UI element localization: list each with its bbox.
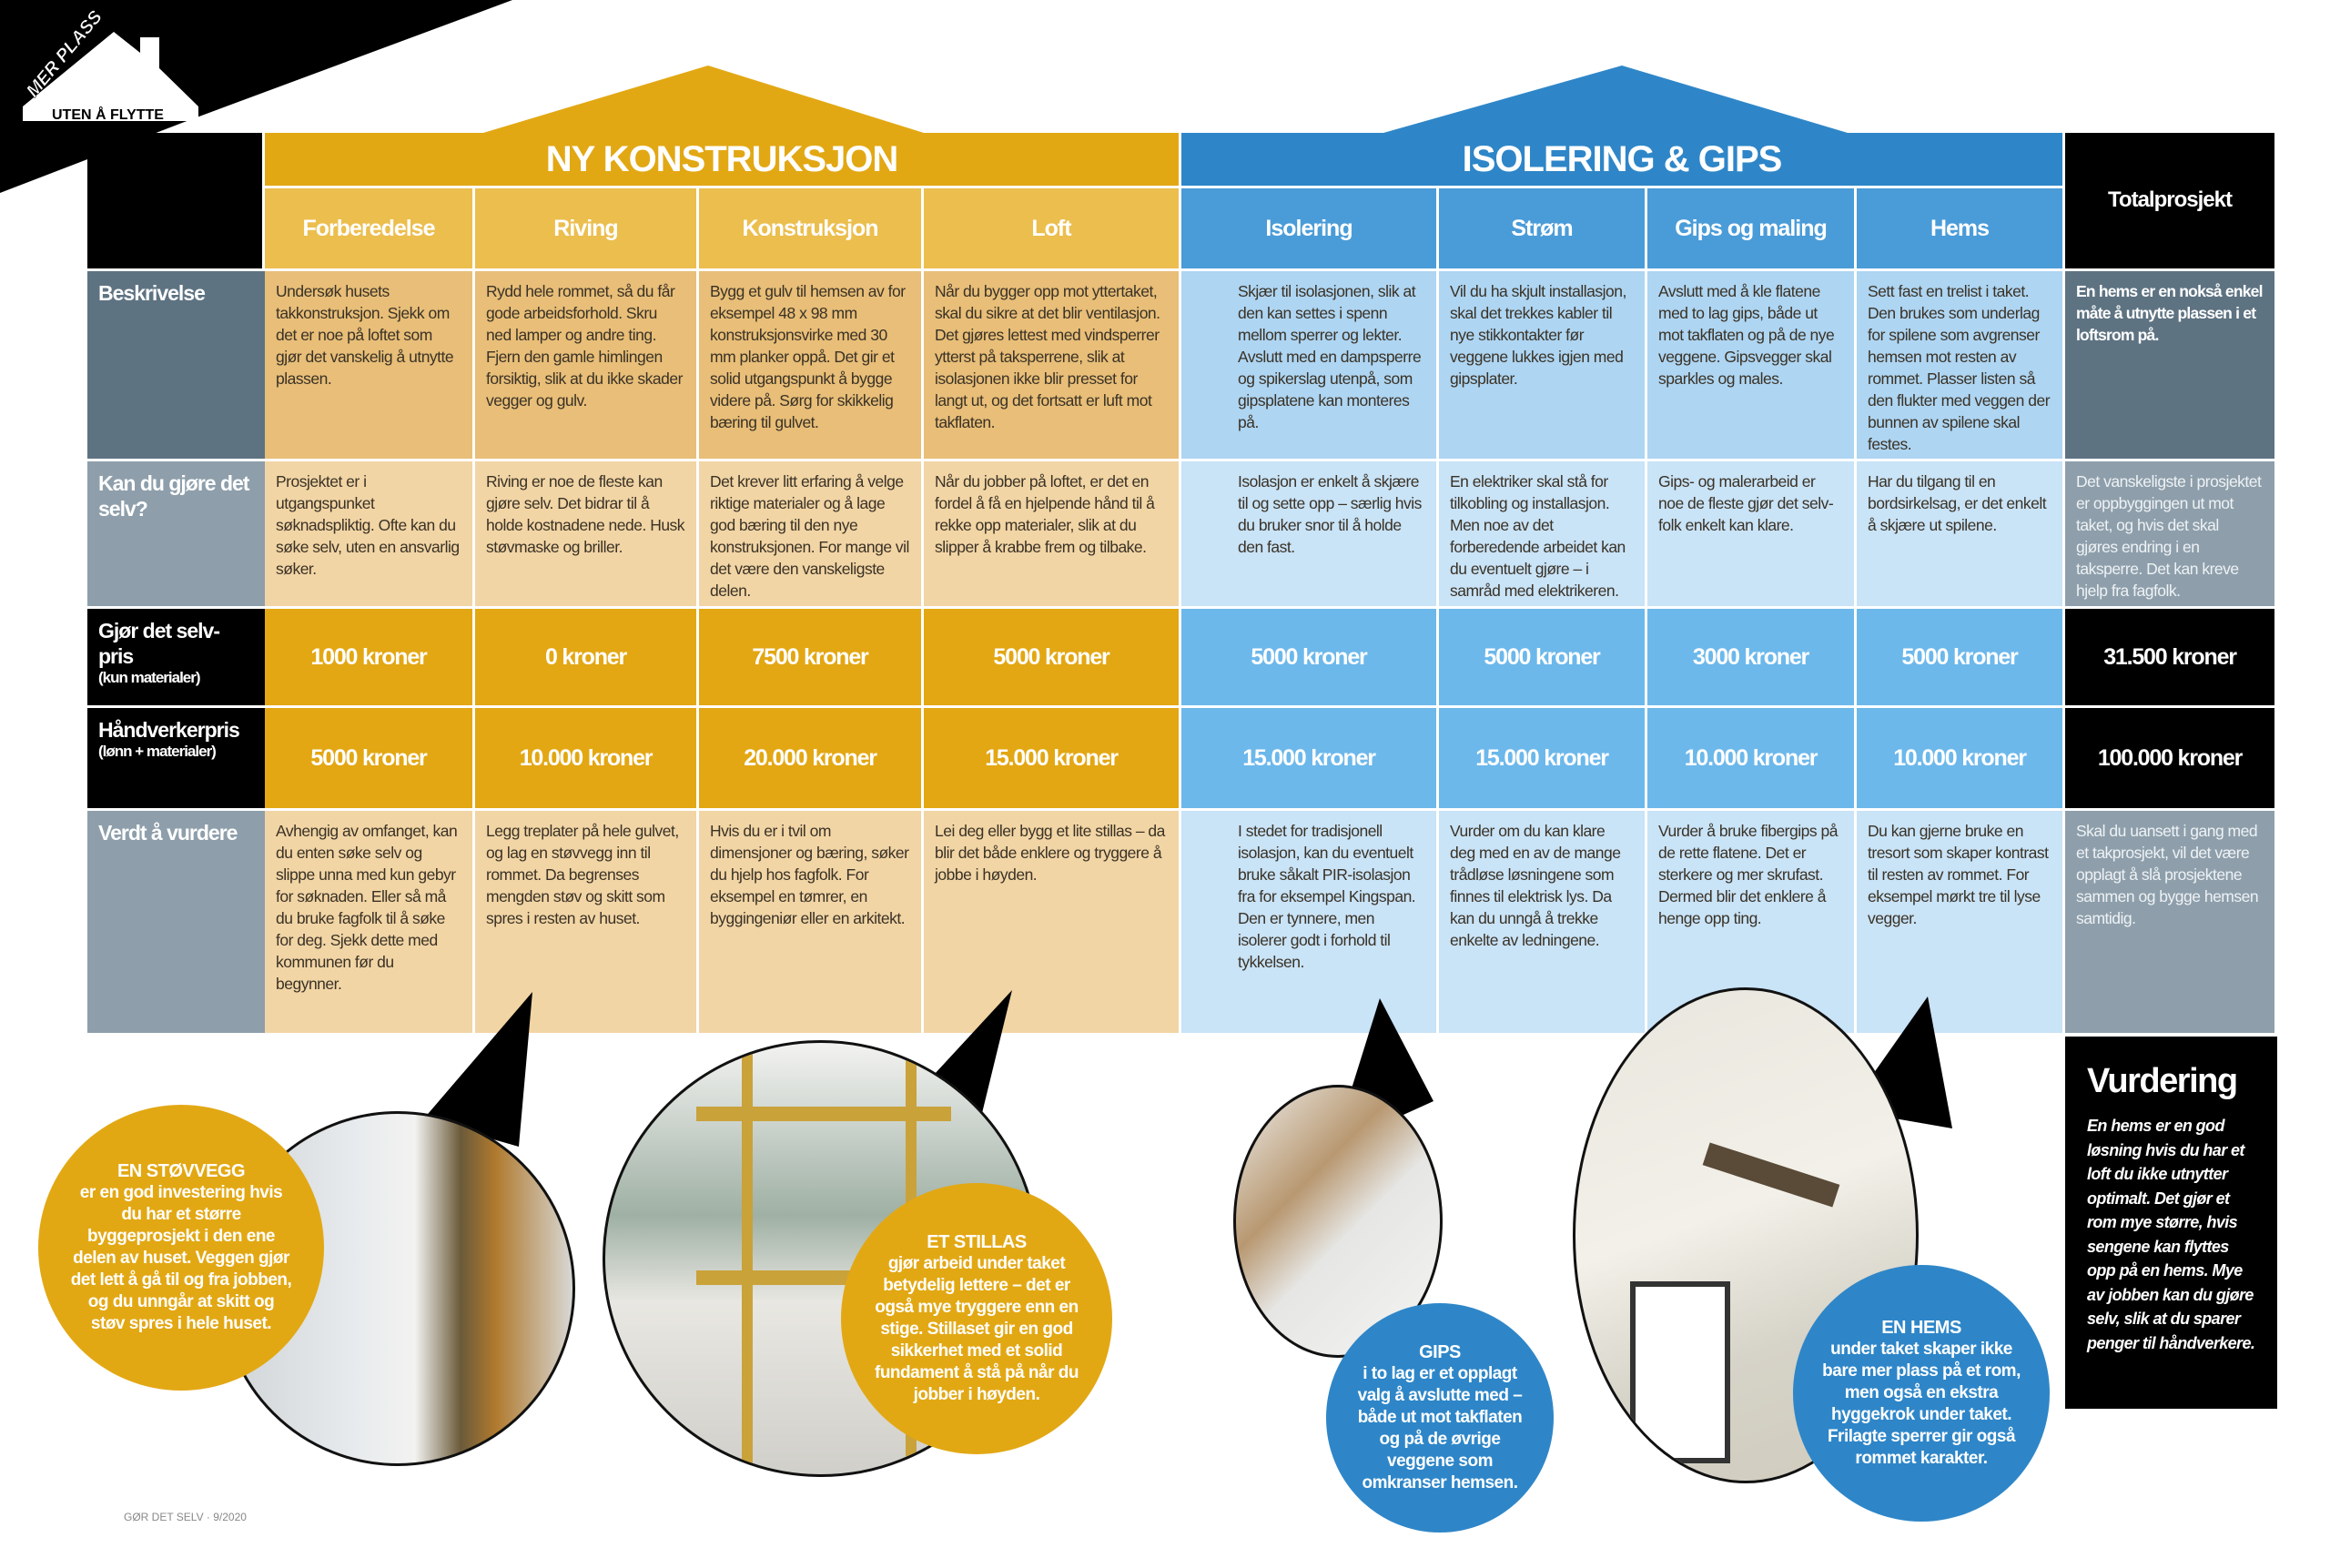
row-label: Håndverkerpris(lønn + materialer) <box>87 708 265 811</box>
text-cell: I stedet for tradisjonell isolasjon, kan… <box>1181 811 1439 1036</box>
bubble-text: gjør arbeid under taket betydelig letter… <box>875 1254 1079 1404</box>
total-cell: 31.500 kroner <box>2065 609 2277 708</box>
group-header-ny-konstruksjon: NY KONSTRUKSJON <box>265 133 1181 188</box>
column-header-totalprosjekt: Totalprosjekt <box>2065 133 2277 271</box>
photo-plasterboard <box>1233 1085 1443 1358</box>
corner-badge: MER PLASS UTEN Å FLYTTE <box>0 0 512 193</box>
price-cell: 1000 kroner <box>265 609 475 708</box>
price-cell: 5000 kroner <box>265 708 475 811</box>
roof-yellow <box>483 66 924 133</box>
price-cell: 3000 kroner <box>1647 609 1857 708</box>
scaffold-deck <box>696 1107 951 1121</box>
text-cell: Du kan gjerne bruke en tresort som skape… <box>1857 811 2065 1036</box>
column-header: Riving <box>475 188 699 271</box>
price-cell: 10.000 kroner <box>1647 708 1857 811</box>
price-cell: 7500 kroner <box>699 609 924 708</box>
price-cell: 5000 kroner <box>1857 609 2065 708</box>
text-cell: Vil du ha skjult installasjon, skal det … <box>1439 271 1647 461</box>
text-cell: Prosjektet er i utgangspunket søknadspli… <box>265 461 475 609</box>
row-label-sub: (lønn + materialer) <box>98 743 217 760</box>
column-header: Gips og maling <box>1647 188 1857 271</box>
footer-issue: GØR DET SELV · 9/2020 <box>124 1511 247 1523</box>
ceiling-beam <box>1702 1142 1840 1208</box>
row-label-text: Håndverkerpris <box>98 718 240 742</box>
verdict-title: Vurdering <box>2087 1062 2238 1100</box>
corner-cell <box>87 133 265 271</box>
roofs <box>483 66 1848 133</box>
text-cell: Skjær til isolasjonen, slik at den kan s… <box>1181 271 1439 461</box>
text-cell: Sett fast en trelist i taket. Den brukes… <box>1857 271 2065 461</box>
column-header: Strøm <box>1439 188 1647 271</box>
price-cell: 20.000 kroner <box>699 708 924 811</box>
text-cell: Når du bygger opp mot yttertaket, skal d… <box>924 271 1181 461</box>
column-header: Hems <box>1857 188 2065 271</box>
text-cell: Har du tilgang til en bordsirkelsag, er … <box>1857 461 2065 609</box>
total-cell: Skal du uansett i gang med et takprosjek… <box>2065 811 2277 1036</box>
bubble-text: under taket skaper ikke bare mer plass p… <box>1822 1340 2021 1468</box>
row-label-text: Beskrivelse <box>98 281 206 305</box>
price-cell: 15.000 kroner <box>1439 708 1647 811</box>
text-cell: Undersøk husets takkonstruksjon. Sjekk o… <box>265 271 475 461</box>
group-header-isolering-gips: ISOLERING & GIPS <box>1181 133 2065 188</box>
text-cell: Riving er noe de fleste kan gjøre selv. … <box>475 461 699 609</box>
text-cell: Det krever litt erfaring å velge riktige… <box>699 461 924 609</box>
verdict-box: Vurdering En hems er en god løsning hvis… <box>2065 1037 2277 1409</box>
text-cell: Gips- og malerarbeid er noe de fleste gj… <box>1647 461 1857 609</box>
badge-line2: UTEN Å FLYTTE <box>52 106 164 123</box>
column-header: Isolering <box>1181 188 1439 271</box>
bubble-title: ET STILLAS <box>927 1232 1027 1252</box>
total-cell: En hems er en nokså enkel måte å utnytte… <box>2065 271 2277 461</box>
row-label: Kan du gjøre det selv? <box>87 461 265 609</box>
text-cell: Lei deg eller bygg et lite stillas – da … <box>924 811 1181 1036</box>
bubble-title: GIPS <box>1419 1342 1461 1362</box>
text-cell: Vurder om du kan klare deg med en av de … <box>1439 811 1647 1036</box>
price-cell: 5000 kroner <box>1181 609 1439 708</box>
text-cell: Legg treplater på hele gulvet, og lag en… <box>475 811 699 1036</box>
bubble-title: EN HEMS <box>1881 1318 1961 1338</box>
total-cell: Det vanskeligste i prosjektet er oppbygg… <box>2065 461 2277 609</box>
price-cell: 15.000 kroner <box>1181 708 1439 811</box>
text-cell: Avhengig av omfanget, kan du enten søke … <box>265 811 475 1036</box>
text-cell: Når du jobber på loftet, er det en forde… <box>924 461 1181 609</box>
scaffold-post <box>742 1043 753 1474</box>
column-header: Forberedelse <box>265 188 475 271</box>
price-cell: 5000 kroner <box>924 609 1181 708</box>
bubble-title: EN STØVVEGG <box>116 1161 246 1181</box>
total-cell: 100.000 kroner <box>2065 708 2277 811</box>
text-cell: Avslutt med å kle flatene med to lag gip… <box>1647 271 1857 461</box>
bubble-text: er en god investering hvis du har et stø… <box>70 1183 292 1333</box>
row-label-text: Kan du gjøre det selv? <box>98 471 249 521</box>
price-cell: 10.000 kroner <box>475 708 699 811</box>
price-cell: 15.000 kroner <box>924 708 1181 811</box>
window <box>1630 1281 1730 1463</box>
row-label-text: Gjør det selv-pris <box>98 619 220 668</box>
text-cell: Rydd hele rommet, så du får gode arbeids… <box>475 271 699 461</box>
callout-pointer <box>423 992 532 1147</box>
verdict-text: En hems er en god løsning hvis du har et… <box>2087 1117 2255 1352</box>
column-header: Konstruksjon <box>699 188 924 271</box>
row-label: Beskrivelse <box>87 271 265 461</box>
house-icon <box>23 32 198 121</box>
price-cell: 5000 kroner <box>1439 609 1647 708</box>
text-cell: Isolasjon er enkelt å skjære til og sett… <box>1181 461 1439 609</box>
row-label-text: Verdt å vurdere <box>98 821 238 845</box>
bubble-text: i to lag er et opplagt valg å avslutte m… <box>1357 1364 1523 1492</box>
column-header: Loft <box>924 188 1181 271</box>
text-cell: Bygg et gulv til hemsen av for eksempel … <box>699 271 924 461</box>
row-label: Gjør det selv-pris(kun materialer) <box>87 609 265 708</box>
row-label-sub: (kun materialer) <box>98 669 201 686</box>
roof-blue <box>1383 66 1848 133</box>
price-cell: 10.000 kroner <box>1857 708 2065 811</box>
text-cell: Hvis du er i tvil om dimensjoner og bæri… <box>699 811 924 1036</box>
price-cell: 0 kroner <box>475 609 699 708</box>
row-label: Verdt å vurdere <box>87 811 265 1036</box>
text-cell: En elektriker skal stå for tilkobling og… <box>1439 461 1647 609</box>
